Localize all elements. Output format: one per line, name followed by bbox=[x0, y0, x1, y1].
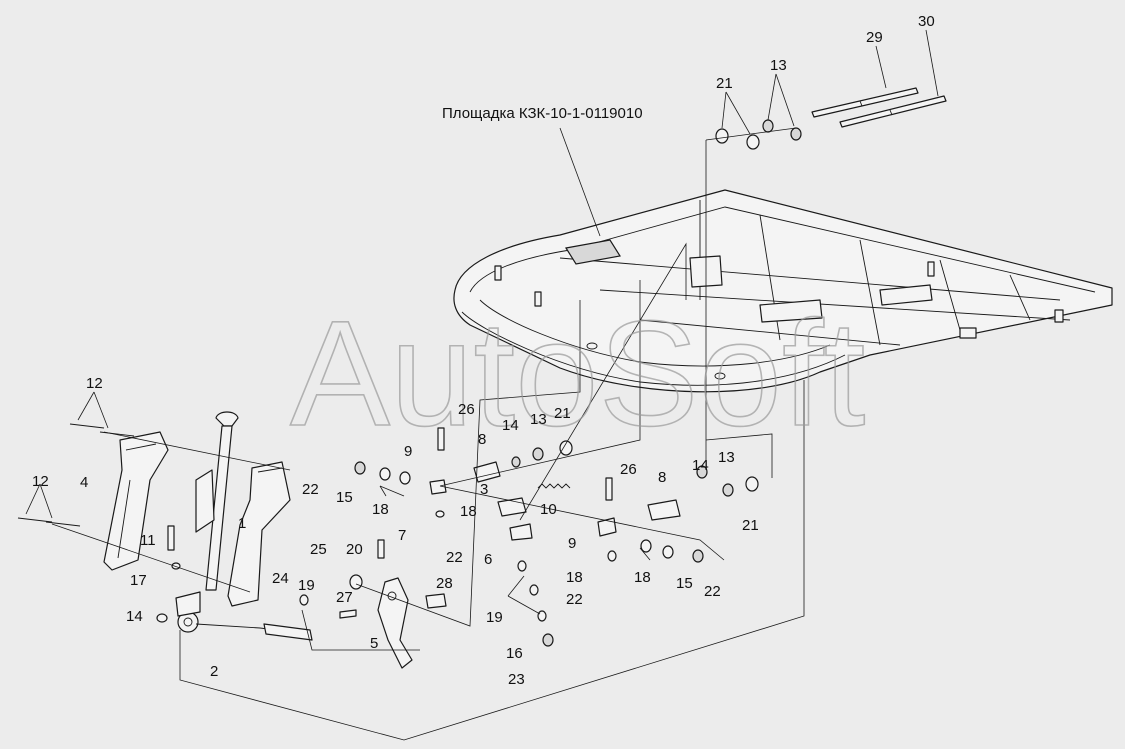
callout-19: 19 bbox=[298, 577, 315, 594]
callout-6: 6 bbox=[484, 551, 492, 568]
callout-13: 13 bbox=[530, 411, 547, 428]
callout-5: 5 bbox=[370, 635, 378, 652]
callout-12: 12 bbox=[32, 473, 49, 490]
callout-22: 22 bbox=[446, 549, 463, 566]
callout-14: 14 bbox=[126, 608, 143, 625]
callout-14: 14 bbox=[692, 457, 709, 474]
rod-29 bbox=[811, 87, 919, 118]
callout-2: 2 bbox=[210, 663, 218, 680]
callout-18: 18 bbox=[372, 501, 389, 518]
platform-frame bbox=[453, 189, 1113, 393]
small-hardware bbox=[156, 427, 759, 647]
callout-4: 4 bbox=[80, 474, 88, 491]
callout-10: 10 bbox=[540, 501, 557, 518]
leader-lines bbox=[25, 29, 939, 741]
spring-10 bbox=[537, 483, 571, 489]
callout-18: 18 bbox=[634, 569, 651, 586]
guard-1 bbox=[227, 461, 291, 607]
callout-13: 13 bbox=[770, 57, 787, 74]
clevis-8-upper bbox=[473, 461, 501, 483]
callout-16: 16 bbox=[506, 645, 523, 662]
callout-30: 30 bbox=[918, 13, 935, 30]
callout-24: 24 bbox=[272, 570, 289, 587]
callout-15: 15 bbox=[336, 489, 353, 506]
watermark: AutoSoft bbox=[290, 289, 865, 457]
callout-18: 18 bbox=[460, 503, 477, 520]
callout-21: 21 bbox=[716, 75, 733, 92]
callout-15: 15 bbox=[676, 575, 693, 592]
callout-8: 8 bbox=[658, 469, 666, 486]
callout-23: 23 bbox=[508, 671, 525, 688]
callout-27: 27 bbox=[336, 589, 353, 606]
callout-22: 22 bbox=[302, 481, 319, 498]
bracket-4 bbox=[103, 431, 169, 571]
callout-26: 26 bbox=[458, 401, 475, 418]
callout-13: 13 bbox=[718, 449, 735, 466]
callout-1: 1 bbox=[238, 515, 246, 532]
callout-26: 26 bbox=[620, 461, 637, 478]
callout-9: 9 bbox=[404, 443, 412, 460]
callout-9: 9 bbox=[568, 535, 576, 552]
callout-labels: 30 29 21 13 12 12 4 1 11 17 14 2 22 15 1… bbox=[32, 13, 935, 688]
callout-3: 3 bbox=[480, 481, 488, 498]
callout-12: 12 bbox=[86, 375, 103, 392]
cable bbox=[195, 623, 313, 641]
callout-21: 21 bbox=[554, 405, 571, 422]
callout-7: 7 bbox=[398, 527, 406, 544]
lever-5 bbox=[377, 577, 447, 669]
callout-25: 25 bbox=[310, 541, 327, 558]
clevis-8-right bbox=[647, 499, 681, 521]
callout-29: 29 bbox=[866, 29, 883, 46]
shift-lever bbox=[175, 411, 239, 633]
callout-22: 22 bbox=[704, 583, 721, 600]
callout-21: 21 bbox=[742, 517, 759, 534]
assembly-title: Площадка КЗК-10-1-0119010 bbox=[442, 105, 643, 122]
callout-14: 14 bbox=[502, 417, 519, 434]
rod-30 bbox=[839, 95, 947, 128]
callout-20: 20 bbox=[346, 541, 363, 558]
callout-18: 18 bbox=[566, 569, 583, 586]
callout-28: 28 bbox=[436, 575, 453, 592]
callout-19: 19 bbox=[486, 609, 503, 626]
callout-8: 8 bbox=[478, 431, 486, 448]
washers-top bbox=[715, 119, 802, 150]
callout-22: 22 bbox=[566, 591, 583, 608]
callout-17: 17 bbox=[130, 572, 147, 589]
callout-11: 11 bbox=[140, 532, 156, 549]
